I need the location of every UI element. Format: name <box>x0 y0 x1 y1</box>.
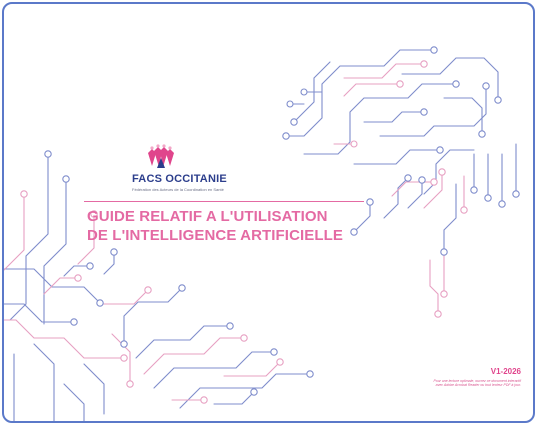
reading-note: Pour une lecture optimale, ouvrez ce doc… <box>433 379 521 388</box>
organization-logo: FACS OCCITANIE Fédération des Acteurs de… <box>132 144 272 192</box>
organization-name: FACS OCCITANIE <box>132 173 227 185</box>
document-cover: FACS OCCITANIE Fédération des Acteurs de… <box>2 2 535 423</box>
organization-tagline: Fédération des Acteurs de la Coordinatio… <box>132 187 224 192</box>
title-line-1: GUIDE RELATIF A L'UTILISATION <box>87 208 328 225</box>
document-title: GUIDE RELATIF A L'UTILISATION DE L'INTEL… <box>87 207 387 245</box>
version-label: V1-2026 <box>490 367 521 376</box>
facs-hands-logo <box>148 144 174 168</box>
circuit-brain-illustration <box>4 46 520 421</box>
title-line-2: DE L'INTELLIGENCE ARTIFICIELLE <box>87 227 344 244</box>
title-divider <box>84 201 364 202</box>
